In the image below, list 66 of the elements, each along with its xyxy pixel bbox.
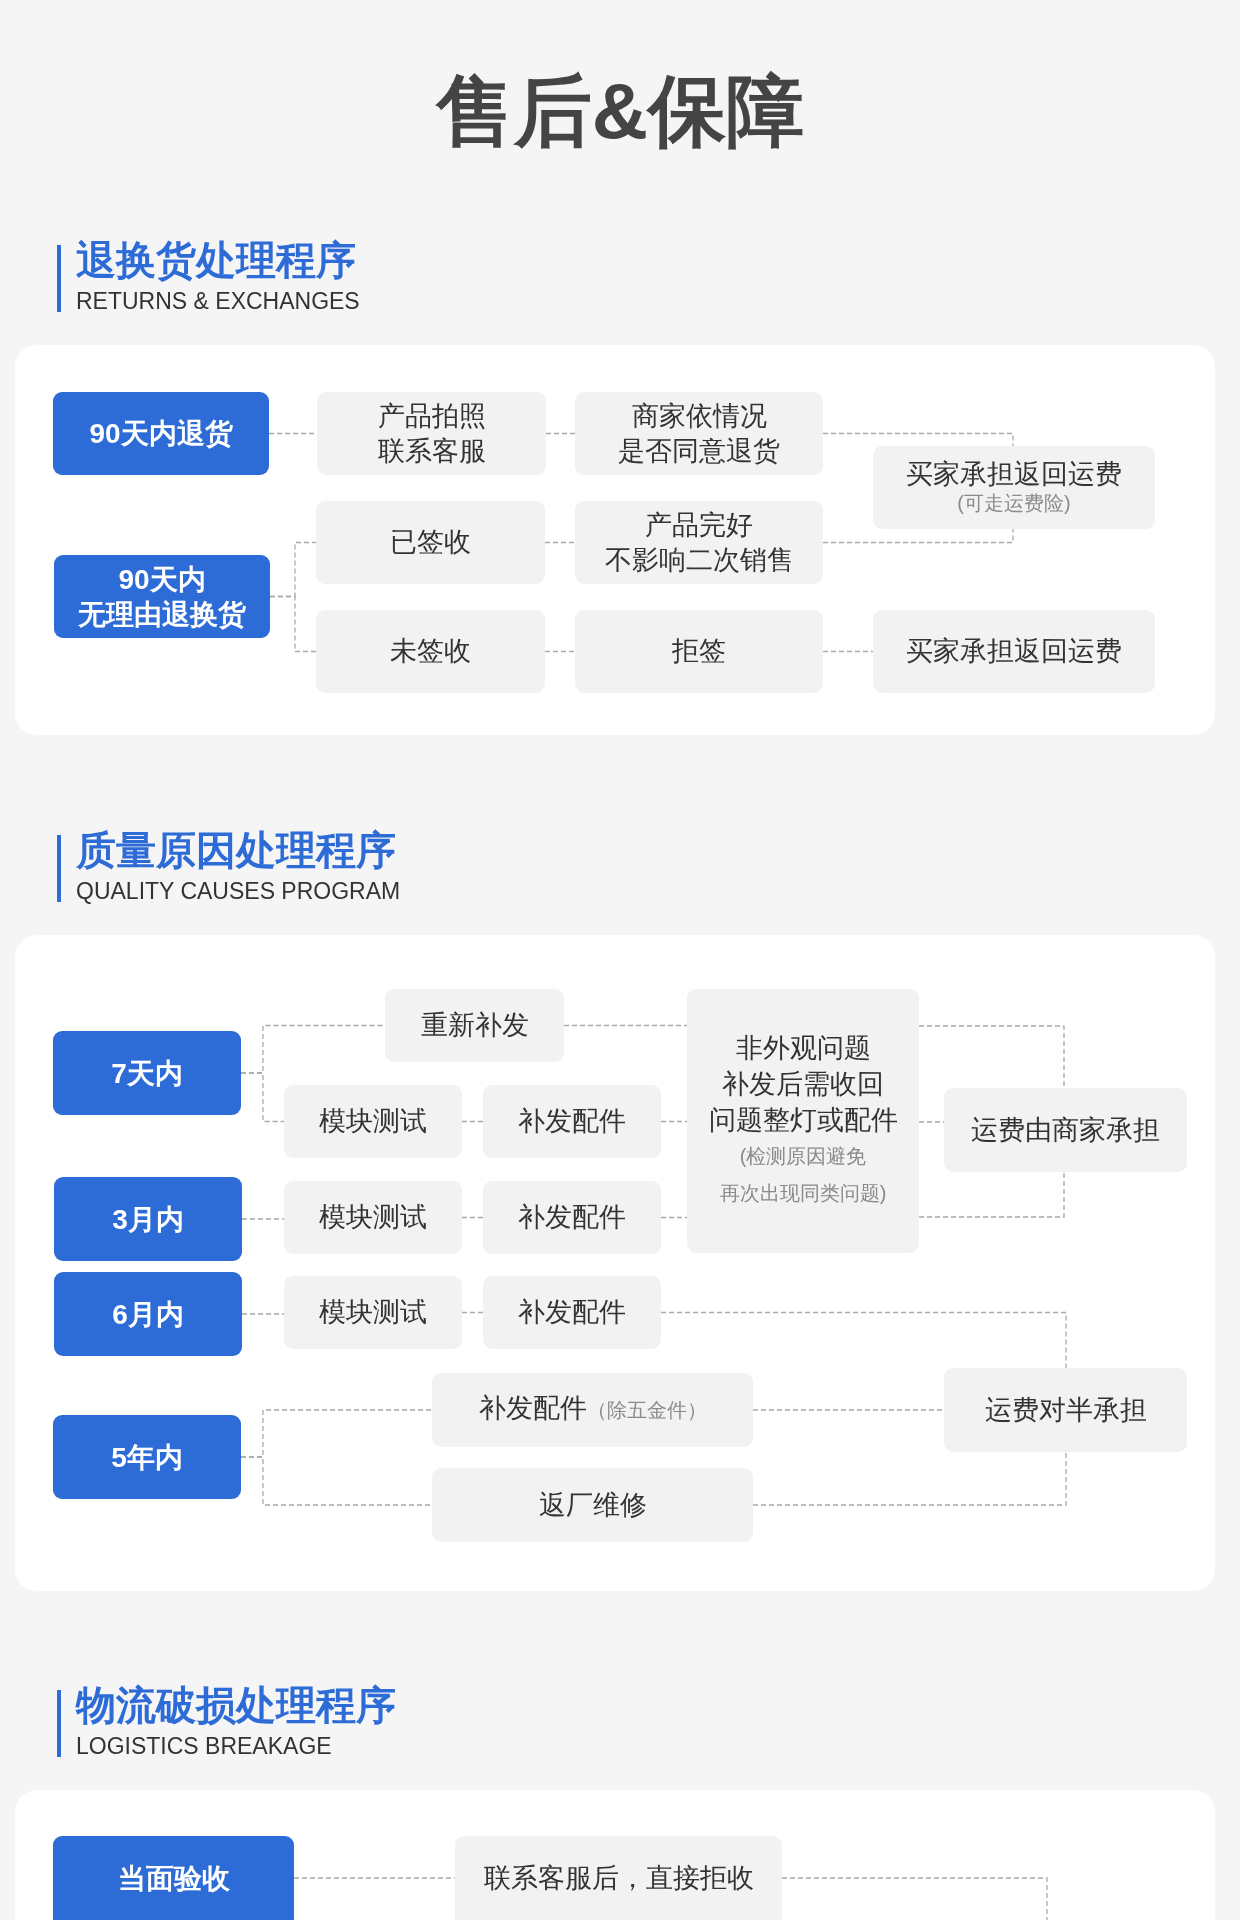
step-box: 已签收 xyxy=(316,501,545,584)
step-box: 模块测试 xyxy=(284,1085,462,1158)
connector-line xyxy=(660,1311,1067,1369)
connector-line xyxy=(660,1120,688,1123)
connector-line xyxy=(781,1877,1048,1920)
step-box: 拒签 xyxy=(575,610,823,693)
connector-line xyxy=(822,528,1014,544)
note-text: (可走运费险) xyxy=(956,490,1072,516)
connector-line xyxy=(822,650,874,653)
connector-line xyxy=(563,1024,688,1027)
step-box: 产品拍照联系客服 xyxy=(317,392,546,475)
step-box: 补发配件 xyxy=(483,1276,661,1349)
step-text: 买家承担返回运费 xyxy=(906,458,1122,489)
step-box: 产品完好不影响二次销售 xyxy=(575,501,823,584)
page-title: 售后&保障 xyxy=(435,66,805,156)
condition-box: 90天内退货 xyxy=(53,392,269,475)
connector-line xyxy=(660,1216,688,1219)
connector-line xyxy=(918,1171,1065,1218)
condition-box: 90天内无理由退换货 xyxy=(54,555,270,638)
condition-box: 当面验收 xyxy=(53,1836,294,1920)
connector-line xyxy=(241,1313,285,1315)
connector-line xyxy=(752,1409,945,1411)
step-box: 运费对半承担 xyxy=(944,1368,1187,1452)
step-box: 补发配件 xyxy=(483,1181,661,1254)
connector-line xyxy=(461,1311,484,1314)
connector-line xyxy=(461,1120,484,1123)
condition-box: 6月内 xyxy=(54,1272,242,1356)
step-box: 模块测试 xyxy=(284,1276,462,1349)
connector-line xyxy=(545,432,576,435)
step-box: 联系客服后，直接拒收 xyxy=(455,1836,782,1920)
note-text: （除五金件） xyxy=(586,1399,707,1421)
note-text: (检测原因避免再次出现同类问题) xyxy=(718,1144,888,1206)
step-box: 模块测试 xyxy=(284,1181,462,1254)
section-heading: 退换货处理程序 xyxy=(76,237,356,284)
connector-line xyxy=(269,595,317,653)
step-text: 非外观问题补发后需收回问题整灯或配件 xyxy=(708,1032,898,1137)
connector-line xyxy=(822,432,1014,447)
step-box: 重新补发 xyxy=(385,989,564,1062)
connector-line xyxy=(918,1025,1065,1089)
connector-line xyxy=(918,1121,945,1123)
section-subtitle: QUALITY CAUSES PROGRAM xyxy=(76,877,401,905)
connector-line xyxy=(241,1218,285,1220)
section-subtitle: LOGISTICS BREAKAGE xyxy=(76,1732,332,1760)
step-box xyxy=(873,446,1155,529)
step-box: 返厂维修 xyxy=(432,1468,753,1542)
step-box: 未签收 xyxy=(316,610,545,693)
condition-box: 7天内 xyxy=(53,1031,241,1115)
step-box: 运费由商家承担 xyxy=(944,1088,1187,1172)
section-subtitle: RETURNS & EXCHANGES xyxy=(76,287,360,315)
connector-line xyxy=(544,650,576,653)
step-box: 补发配件 xyxy=(483,1085,661,1158)
section-heading: 质量原因处理程序 xyxy=(76,827,396,874)
step-box xyxy=(687,989,919,1253)
step-box: 商家依情况是否同意退货 xyxy=(575,392,823,475)
connector-line xyxy=(461,1216,484,1219)
step-text: 补发配件 xyxy=(478,1393,587,1423)
step-box: 买家承担返回运费 xyxy=(873,610,1155,693)
connector-line xyxy=(293,1877,456,1879)
connector-line xyxy=(544,541,576,544)
connector-line xyxy=(752,1451,1067,1506)
condition-box: 3月内 xyxy=(54,1177,242,1261)
connector-line xyxy=(240,1072,285,1123)
step-box xyxy=(432,1373,753,1447)
condition-box: 5年内 xyxy=(53,1415,241,1499)
connector-line xyxy=(240,1456,433,1506)
section-heading: 物流破损处理程序 xyxy=(76,1682,396,1729)
